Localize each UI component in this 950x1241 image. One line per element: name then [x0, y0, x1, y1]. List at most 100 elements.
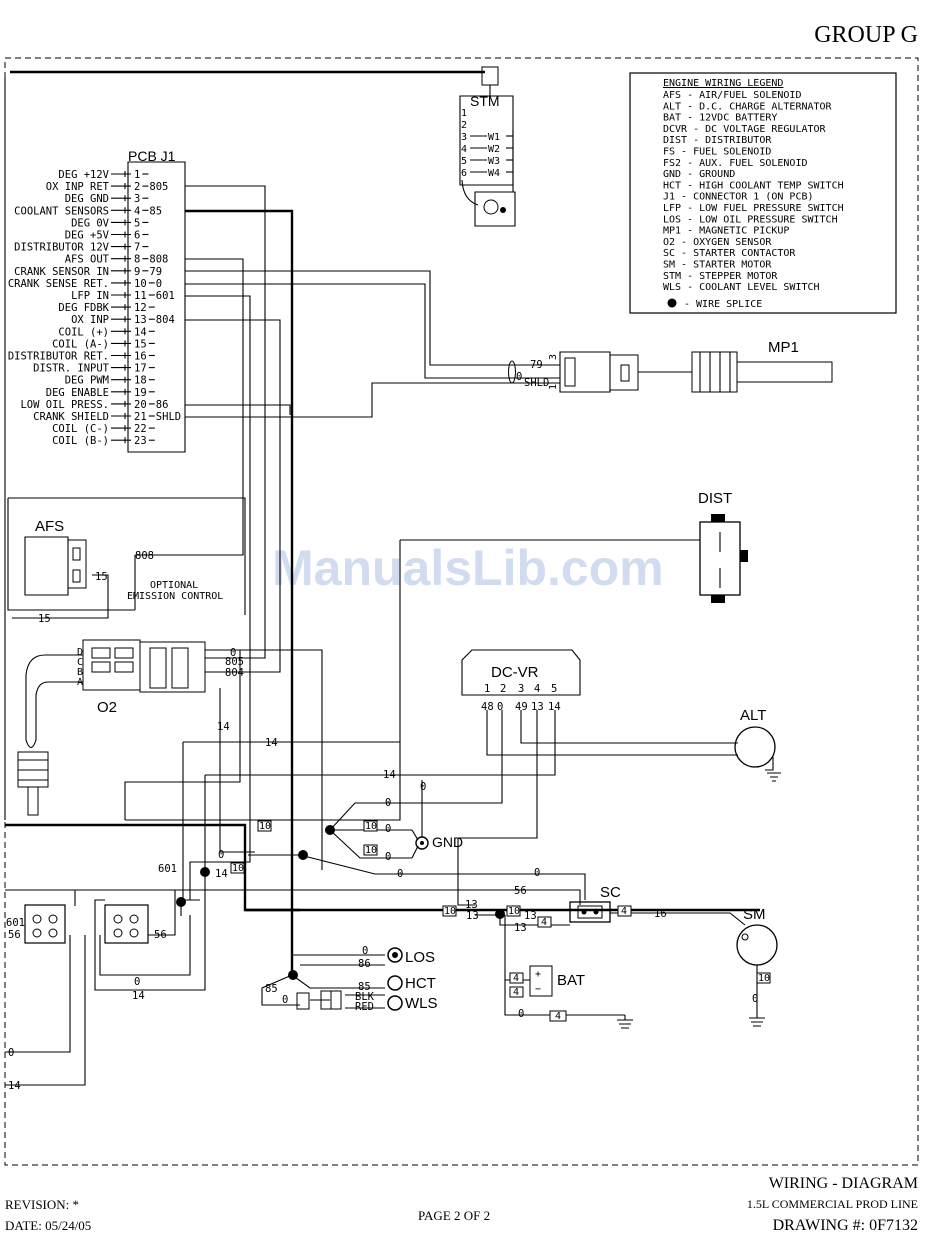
legend-item: J1 - CONNECTOR 1 (ON PCB) [663, 192, 814, 203]
svg-text:−: − [535, 984, 541, 995]
legend-item: MP1 - MAGNETIC PICKUP [663, 226, 789, 237]
dcvr-wire-label: 14 [548, 701, 561, 713]
pcb-pin-label: OX INP [71, 314, 109, 326]
starter-motor-sm: SM [736, 906, 778, 1027]
wire-label-0: 0 [397, 868, 403, 880]
legend-item: O2 - OXYGEN SENSOR [663, 237, 772, 248]
pcb-pin-wire: 808 [149, 254, 168, 266]
dcvr-wire-label: 49 [515, 701, 528, 713]
legend-item: STM - STEPPER MOTOR [663, 271, 778, 282]
wire-label-13: 13 [524, 910, 537, 922]
splice-icon [667, 298, 677, 308]
wire-label-56: 56 [8, 929, 21, 941]
pcb-pin-number: 8 [134, 254, 140, 266]
dcvr-pin-number: 3 [518, 683, 524, 695]
legend-item: DIST - DISTRIBUTOR [663, 135, 772, 146]
pcb-pin-label: DEG PWM [65, 375, 109, 387]
dcvr-pin-number: 5 [551, 683, 557, 695]
alt-label: ALT [740, 707, 766, 724]
wire-label-13: 13 [514, 922, 527, 934]
wire-label-0: 0 [385, 823, 391, 835]
title-block: WIRING - DIAGRAM 1.5L COMMERCIAL PROD LI… [5, 1175, 918, 1234]
pcb-pin-wire: SHLD [156, 411, 181, 423]
pcb-pin-label: AFS OUT [65, 254, 110, 266]
mp1-pin-1: 1 [548, 384, 559, 390]
tag-10: 10 [232, 863, 244, 874]
pcb-pin-number: 17 [134, 363, 147, 375]
stm-pin-number: 4 [461, 144, 467, 155]
o2-pin-c: C [77, 657, 83, 668]
drawing-subtitle: 1.5L COMMERCIAL PROD LINE [747, 1197, 918, 1211]
pcb-pin-label: DEG 0V [71, 217, 110, 229]
pcb-pin-wire: 601 [156, 290, 175, 302]
oxygen-sensor-o2: D C B A O2 0 805 804 14 [17, 639, 244, 816]
pcb-pin-label: DISTRIBUTOR 12V [14, 242, 110, 254]
pcb-pin-number: 12 [134, 302, 147, 314]
wire-label-13: 13 [466, 910, 479, 922]
wire-label-56: 56 [154, 929, 167, 941]
pcb-pin-number: 22 [134, 423, 147, 435]
splice-icon [325, 825, 335, 835]
wire-label-601: 601 [158, 863, 177, 875]
legend-item: LOS - LOW OIL PRESSURE SWITCH [663, 214, 838, 225]
alternator-alt: ALT [734, 707, 781, 782]
pcb-pin-wire: 85 [149, 205, 162, 217]
wire-label-16: 16 [654, 908, 667, 920]
wire-label-0: 0 [8, 1047, 14, 1059]
pcb-pin-label: COIL (A-) [52, 338, 109, 350]
emission-control-label: EMISSION CONTROL [127, 591, 223, 602]
pcb-pin-number: 19 [134, 387, 147, 399]
wire-label-85: 85 [358, 981, 371, 993]
wire-label-blk: BLK [355, 991, 375, 1003]
wire-label-14: 14 [383, 769, 396, 781]
battery-bat: + − BAT [529, 965, 633, 1029]
dcvr-wire-label: 48 [481, 701, 494, 713]
legend-item: GND - GROUND [663, 169, 735, 180]
pcb-pin-label: DEG ENABLE [46, 387, 109, 399]
legend-item: FS - FUEL SOLENOID [663, 147, 771, 158]
wire-label-14: 14 [215, 868, 228, 880]
wire-label-0: 0 [282, 994, 288, 1006]
wire-label-14: 14 [265, 737, 278, 749]
wire-label-14: 14 [132, 990, 145, 1002]
pcb-pin-wire: 86 [156, 399, 169, 411]
wire-label-56: 56 [514, 885, 527, 897]
stm-wire-label: W4 [488, 168, 500, 179]
wires [5, 185, 760, 1086]
pcb-pin-number: 15 [134, 338, 147, 350]
wire-label-13: 13 [465, 899, 478, 911]
bat-label: BAT [557, 972, 585, 989]
wire-tags: 10 10 10 10 10 10 4 4 4 4 4 10 [230, 820, 771, 1022]
engine-wiring-legend: ENGINE WIRING LEGEND AFS - AIR/FUEL SOLE… [629, 72, 897, 314]
wire-label-804: 804 [225, 667, 244, 679]
pcb-pin-wire: 0 [156, 278, 162, 290]
wire-label-86: 86 [358, 958, 371, 970]
wire-label-0: 0 [420, 781, 426, 793]
stm-pin-number: 3 [461, 132, 467, 143]
wls-label: WLS [405, 995, 438, 1012]
stm-pin-number: 5 [461, 156, 467, 167]
stm-pin-number: 1 [461, 108, 467, 119]
tag-4: 4 [513, 987, 519, 998]
drawing-number: DRAWING #: 0F7132 [773, 1217, 918, 1234]
pcb-pin-label: DEG GND [65, 193, 109, 205]
legend-item: FS2 - AUX. FUEL SOLENOID [663, 158, 808, 169]
pcb-pin-number: 21 [134, 411, 147, 423]
o2-pin-b: B [77, 667, 83, 678]
wire-label-shld: SHLD [524, 377, 549, 389]
pcb-pin-label: LFP IN [71, 290, 109, 302]
wire-splices [176, 825, 505, 980]
splice-icon [288, 970, 298, 980]
pcb-pin-label: DEG FDBK [58, 302, 109, 314]
optional-label: OPTIONAL [150, 580, 198, 591]
wire-label-0: 0 [518, 1008, 524, 1020]
legend-item: AFS - AIR/FUEL SOLENOID [663, 90, 801, 101]
legend-item: ALT - D.C. CHARGE ALTERNATOR [663, 101, 833, 112]
pcb-title: PCB J1 [128, 148, 176, 164]
sm-label: SM [743, 906, 766, 923]
tag-4: 4 [555, 1011, 561, 1022]
pcb-pin-label: DISTRIBUTOR RET. [8, 351, 109, 363]
gnd-label: GND [432, 834, 463, 850]
